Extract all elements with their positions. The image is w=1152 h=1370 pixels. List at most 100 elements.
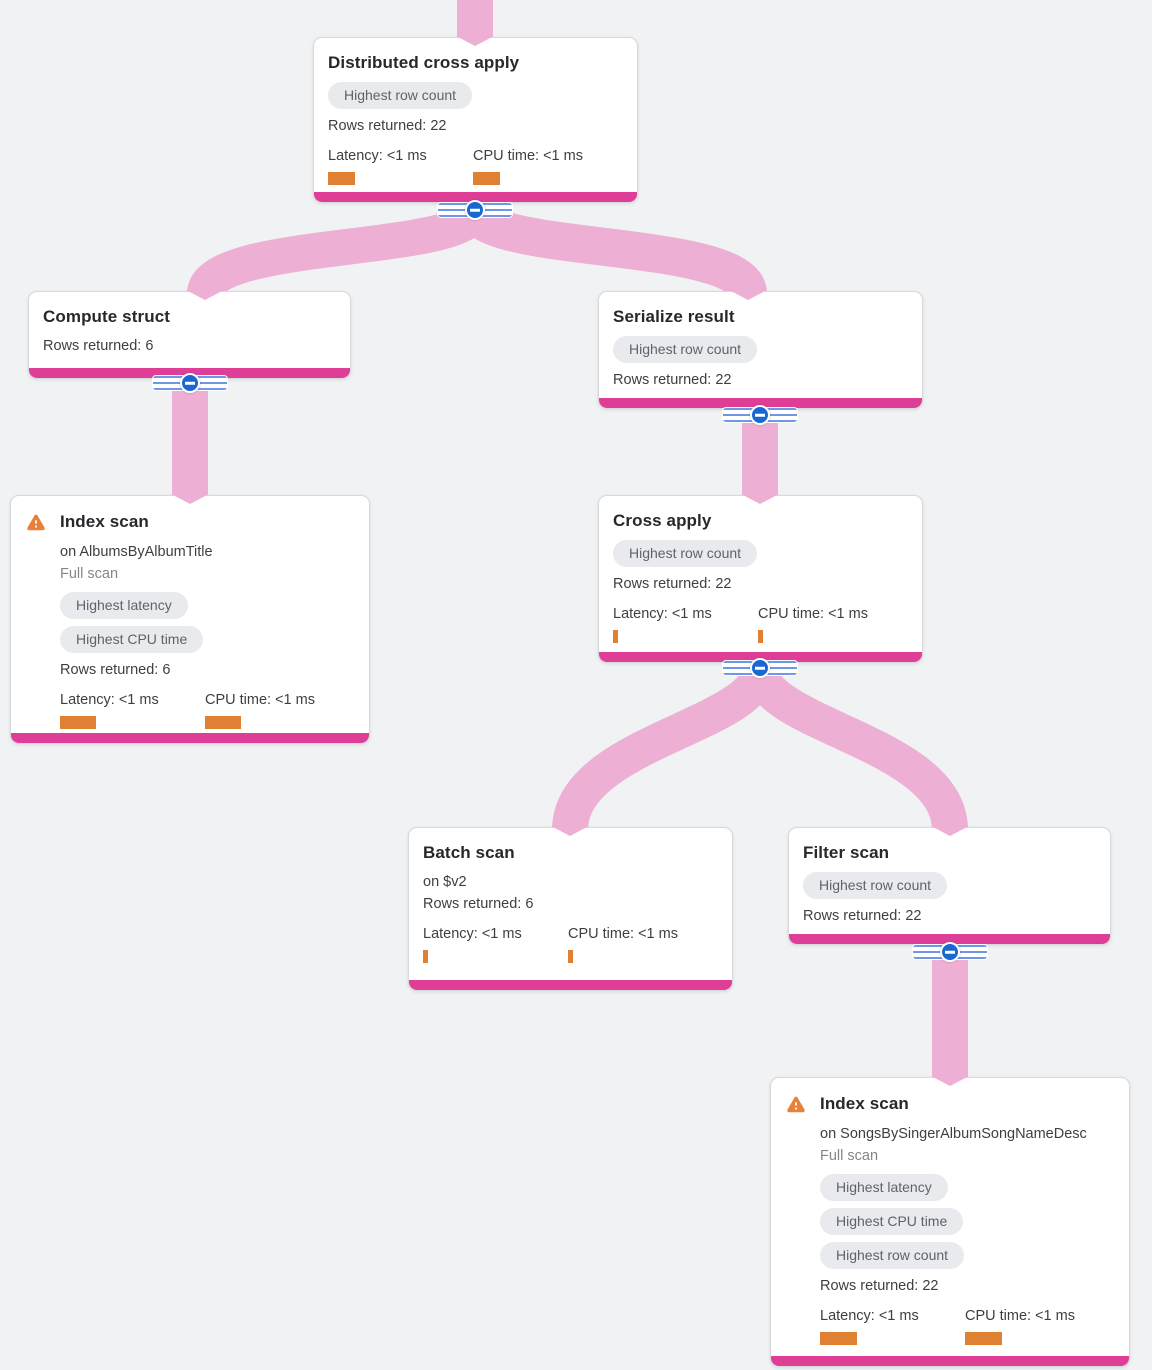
- latency-label: Latency: <1 ms: [60, 692, 159, 708]
- rows-returned-label: Rows returned: 6: [423, 896, 534, 912]
- plan-node-index-scan-songs[interactable]: Index scan on SongsBySingerAlbumSongName…: [770, 1077, 1130, 1367]
- node-title: Index scan: [60, 512, 149, 531]
- node-title-row: Compute struct: [43, 307, 336, 327]
- node-title: Batch scan: [423, 843, 515, 862]
- cpu-time-bar: [965, 1332, 1002, 1345]
- node-rows-bar: [771, 1356, 1129, 1366]
- latency-metric: Latency: <1 ms: [820, 1306, 965, 1345]
- rows-returned-label: Rows returned: 22: [613, 372, 732, 388]
- flow-edge-cross-to-filter: [742, 665, 968, 832]
- cpu-time-label: CPU time: <1 ms: [473, 148, 583, 164]
- cpu-time-metric: CPU time: <1 ms: [568, 924, 713, 963]
- node-title-row: Filter scan: [803, 843, 1096, 863]
- badge-chip: Highest row count: [328, 82, 473, 109]
- metrics-row: Latency: <1 ms CPU time: <1 ms: [423, 924, 718, 963]
- node-rows-bar: [789, 934, 1110, 944]
- plan-node-filter-scan[interactable]: Filter scan Highest row count Rows retur…: [788, 827, 1111, 945]
- badge-chip: Highest row count: [613, 336, 758, 363]
- cpu-time-bar: [473, 172, 500, 185]
- latency-label: Latency: <1 ms: [613, 606, 712, 622]
- scan-type-note: Full scan: [60, 566, 119, 582]
- latency-label: Latency: <1 ms: [423, 926, 522, 942]
- cpu-time-metric: CPU time: <1 ms: [473, 146, 618, 185]
- node-title: Serialize result: [613, 307, 735, 326]
- rows-returned-label: Rows returned: 6: [60, 662, 171, 678]
- badge-chip: Highest row count: [820, 1242, 965, 1269]
- node-body: Highest row count Rows returned: 22: [613, 336, 908, 391]
- node-body: Highest row count Rows returned: 22 Late…: [613, 540, 908, 643]
- collapse-filter-scan[interactable]: [913, 942, 987, 962]
- cpu-time-bar: [205, 716, 241, 729]
- cpu-time-label: CPU time: <1 ms: [758, 606, 868, 622]
- badge-chip: Highest row count: [803, 872, 948, 899]
- node-target-label: on AlbumsByAlbumTitle: [60, 544, 213, 560]
- latency-metric: Latency: <1 ms: [328, 146, 473, 185]
- node-rows-bar: [409, 980, 732, 990]
- node-body: Highest row count Rows returned: 22 Late…: [328, 82, 623, 185]
- minus-icon: [750, 658, 770, 678]
- latency-bar: [423, 950, 428, 963]
- plan-node-cross-apply[interactable]: Cross apply Highest row count Rows retur…: [598, 495, 923, 663]
- badge-chip: Highest latency: [820, 1174, 948, 1201]
- cpu-time-label: CPU time: <1 ms: [965, 1308, 1075, 1324]
- badge-chip: Highest row count: [613, 540, 758, 567]
- warning-icon: [785, 1093, 807, 1115]
- collapse-serialize-result[interactable]: [723, 405, 797, 425]
- node-rows-bar: [599, 398, 922, 408]
- latency-metric: Latency: <1 ms: [613, 604, 758, 643]
- node-title: Cross apply: [613, 511, 712, 530]
- node-rows-bar: [314, 192, 637, 202]
- collapse-distributed-cross-apply[interactable]: [438, 200, 512, 220]
- cpu-time-label: CPU time: <1 ms: [568, 926, 678, 942]
- cpu-time-metric: CPU time: <1 ms: [965, 1306, 1110, 1345]
- latency-label: Latency: <1 ms: [820, 1308, 919, 1324]
- badge-chip: Highest CPU time: [60, 626, 204, 653]
- plan-node-batch-scan[interactable]: Batch scan on $v2 Rows returned: 6 Laten…: [408, 827, 733, 991]
- latency-bar: [328, 172, 355, 185]
- node-title: Distributed cross apply: [328, 53, 520, 72]
- node-title-row: Distributed cross apply: [328, 53, 623, 73]
- badge-list: Highest row count: [803, 872, 1096, 899]
- latency-metric: Latency: <1 ms: [60, 690, 205, 729]
- scan-type-note: Full scan: [820, 1148, 879, 1164]
- cpu-time-label: CPU time: <1 ms: [205, 692, 315, 708]
- node-title-row: Serialize result: [613, 307, 908, 327]
- rows-returned-label: Rows returned: 6: [43, 338, 154, 354]
- node-body: Highest row count Rows returned: 22: [803, 872, 1096, 927]
- node-title-row: Index scan: [25, 511, 355, 533]
- node-title: Filter scan: [803, 843, 890, 862]
- minus-icon: [750, 405, 770, 425]
- node-rows-bar: [599, 652, 922, 662]
- rows-returned-label: Rows returned: 22: [328, 118, 447, 134]
- node-title: Index scan: [820, 1094, 909, 1113]
- node-title: Compute struct: [43, 307, 171, 326]
- node-body: on $v2 Rows returned: 6 Latency: <1 ms C…: [423, 872, 718, 963]
- cpu-time-bar: [568, 950, 573, 963]
- badge-chip: Highest CPU time: [820, 1208, 964, 1235]
- latency-bar: [60, 716, 96, 729]
- badge-list: Highest row count: [328, 82, 623, 109]
- metrics-row: Latency: <1 ms CPU time: <1 ms: [613, 604, 908, 643]
- cpu-time-metric: CPU time: <1 ms: [758, 604, 903, 643]
- rows-returned-label: Rows returned: 22: [803, 908, 922, 924]
- plan-node-index-scan-albums[interactable]: Index scan on AlbumsByAlbumTitle Full sc…: [10, 495, 370, 744]
- warning-icon: [25, 511, 47, 533]
- rows-returned-label: Rows returned: 22: [820, 1278, 939, 1294]
- cpu-time-bar: [758, 630, 763, 643]
- metrics-row: Latency: <1 ms CPU time: <1 ms: [328, 146, 623, 185]
- collapse-compute-struct[interactable]: [153, 373, 227, 393]
- node-body: on AlbumsByAlbumTitle Full scan Highest …: [25, 542, 355, 729]
- minus-icon: [180, 373, 200, 393]
- plan-node-distributed-cross-apply[interactable]: Distributed cross apply Highest row coun…: [313, 37, 638, 203]
- collapse-cross-apply[interactable]: [723, 658, 797, 678]
- metrics-row: Latency: <1 ms CPU time: <1 ms: [820, 1306, 1115, 1345]
- node-target-label: on SongsBySingerAlbumSongNameDesc: [820, 1126, 1087, 1142]
- metrics-row: Latency: <1 ms CPU time: <1 ms: [60, 690, 355, 729]
- latency-bar: [820, 1332, 857, 1345]
- minus-icon: [940, 942, 960, 962]
- latency-bar: [613, 630, 618, 643]
